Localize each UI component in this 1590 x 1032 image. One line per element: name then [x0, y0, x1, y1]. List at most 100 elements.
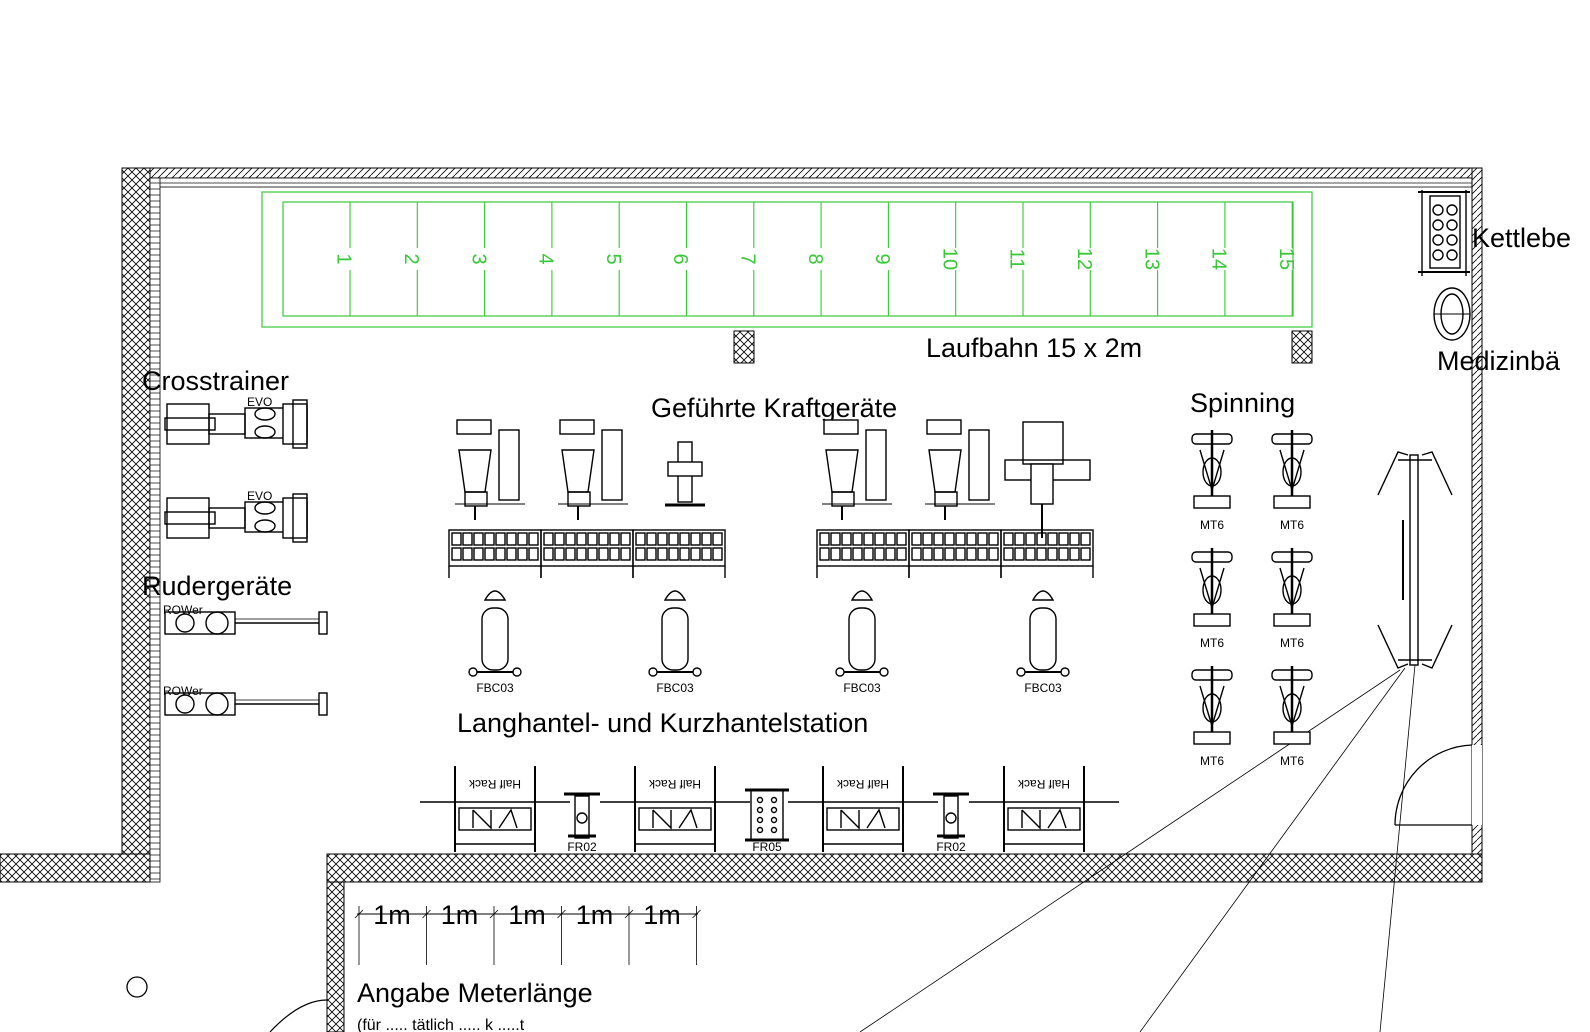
label-meterangabe-sub: (für ..... tätlich ..... k .....t — [357, 1017, 525, 1032]
label-rudergeraete: Rudergeräte — [142, 571, 292, 601]
dumbbell-station-icon: FR02 — [933, 792, 969, 854]
weight-rack-icon — [816, 529, 910, 578]
dumbbell-station-icon: FR05 — [745, 788, 789, 854]
spinning-bike-icon: MT6 — [1191, 430, 1233, 532]
bike-code: MT6 — [1200, 518, 1224, 532]
dumbbell-code: FR02 — [936, 840, 966, 854]
scale-label: 1m — [508, 900, 546, 930]
strength-machine-icon — [925, 419, 995, 520]
bike-code: MT6 — [1280, 636, 1304, 650]
half-rack-label: Half Rack — [648, 777, 701, 791]
dumbbell-code: FR02 — [567, 840, 597, 854]
weight-rack-icon — [540, 529, 634, 578]
crosstrainer-code: EVO — [247, 489, 272, 503]
weight-rack-group — [448, 529, 1094, 578]
medicine-ball-icon — [1433, 287, 1471, 341]
strength-machine-icon — [455, 419, 525, 520]
half-rack-label: Half Rack — [468, 777, 521, 791]
lane-number: 2 — [400, 253, 422, 264]
label-medizinbaelle: Medizinbä — [1437, 346, 1561, 376]
lane-number: 3 — [467, 253, 489, 264]
dumbbell-code: FR05 — [752, 840, 782, 854]
lane-number: 12 — [1073, 248, 1095, 270]
bike-code: MT6 — [1280, 754, 1304, 768]
crosstrainer-group: EVO EVO — [164, 395, 308, 543]
half-rack-icon: Half Rack — [600, 766, 750, 852]
bench-group: FBC03 FBC03 FBC03 FBC03 — [468, 590, 1070, 695]
label-meterangabe: Angabe Meterlänge — [357, 978, 593, 1008]
rower-code: ROWer — [163, 603, 203, 617]
bench-code: FBC03 — [1024, 681, 1062, 695]
strength-machine-icon — [822, 419, 892, 520]
bike-code: MT6 — [1200, 636, 1224, 650]
half-rack-icon: Half Rack — [969, 766, 1119, 852]
spinning-bike-icon: MT6 — [1271, 548, 1313, 650]
bench-icon: FBC03 — [1016, 590, 1070, 695]
running-track — [261, 191, 1313, 328]
label-kettlebells: Kettlebe — [1472, 223, 1571, 253]
spinning-bike-icon: MT6 — [1271, 666, 1313, 768]
lane-number: 15 — [1275, 248, 1297, 270]
crosstrainer-icon: EVO — [164, 489, 308, 543]
strength-machine-icon — [558, 419, 628, 520]
spinning-bike-icon: MT6 — [1191, 666, 1233, 768]
label-hantelstation: Langhantel- und Kurzhantelstation — [457, 708, 868, 738]
crosstrainer-icon: EVO — [164, 395, 308, 449]
weight-rack-icon — [632, 529, 726, 578]
half-rack-icon: Half Rack — [788, 766, 938, 852]
lane-number: 14 — [1208, 248, 1230, 270]
weight-rack-icon — [908, 529, 1002, 578]
spinning-bike-icon: MT6 — [1271, 430, 1313, 532]
crosstrainer-code: EVO — [247, 395, 272, 409]
dumbbell-station-group: FR02 FR05 FR02 — [564, 788, 969, 854]
half-rack-label: Half Rack — [1017, 777, 1070, 791]
lane-number: 5 — [602, 253, 624, 264]
lane-number: 7 — [737, 253, 759, 264]
lane-number: 6 — [669, 253, 691, 264]
rower-code: ROWer — [163, 684, 203, 698]
scale-label: 1m — [643, 900, 681, 930]
lane-number: 8 — [804, 253, 826, 264]
label-gefuehrte-kraftgeraete: Geführte Kraftgeräte — [651, 393, 897, 423]
kettlebell-rack-icon — [1418, 190, 1470, 276]
walls — [0, 167, 1483, 1032]
dumbbell-station-icon: FR02 — [564, 792, 600, 854]
bike-code: MT6 — [1200, 754, 1224, 768]
strength-machine-icon — [665, 441, 705, 507]
rower-icon: ROWer — [163, 684, 328, 716]
cable-crossover-icon — [1377, 451, 1453, 669]
scale-label: 1m — [441, 900, 479, 930]
pillar — [1291, 330, 1313, 364]
spinning-bike-icon: MT6 — [1191, 548, 1233, 650]
weight-rack-icon — [1000, 529, 1094, 578]
half-rack-label: Half Rack — [836, 777, 889, 791]
bike-code: MT6 — [1280, 518, 1304, 532]
bench-code: FBC03 — [656, 681, 694, 695]
strength-machine-group — [455, 419, 1091, 538]
lane-number: 9 — [871, 253, 893, 264]
half-rack-group: Half Rack Half Rack Half Rack Half Rack — [420, 766, 1119, 852]
lane-number: 10 — [938, 248, 960, 270]
lane-number: 13 — [1140, 248, 1162, 270]
lane-number: 1 — [333, 253, 355, 264]
half-rack-icon: Half Rack — [420, 766, 570, 852]
bench-code: FBC03 — [843, 681, 881, 695]
strength-machine-icon — [1004, 421, 1091, 538]
label-spinning: Spinning — [1190, 388, 1295, 418]
label-crosstrainer: Crosstrainer — [142, 366, 289, 396]
bench-icon: FBC03 — [468, 590, 522, 695]
scale-label: 1m — [576, 900, 614, 930]
label-laufbahn: Laufbahn 15 x 2m — [926, 333, 1142, 363]
rower-icon: ROWer — [163, 603, 328, 635]
lane-number: 4 — [535, 253, 557, 264]
bench-code: FBC03 — [476, 681, 514, 695]
weight-rack-icon — [448, 529, 542, 578]
bench-icon: FBC03 — [835, 590, 889, 695]
lane-number: 11 — [1006, 249, 1028, 270]
bench-icon: FBC03 — [648, 590, 702, 695]
